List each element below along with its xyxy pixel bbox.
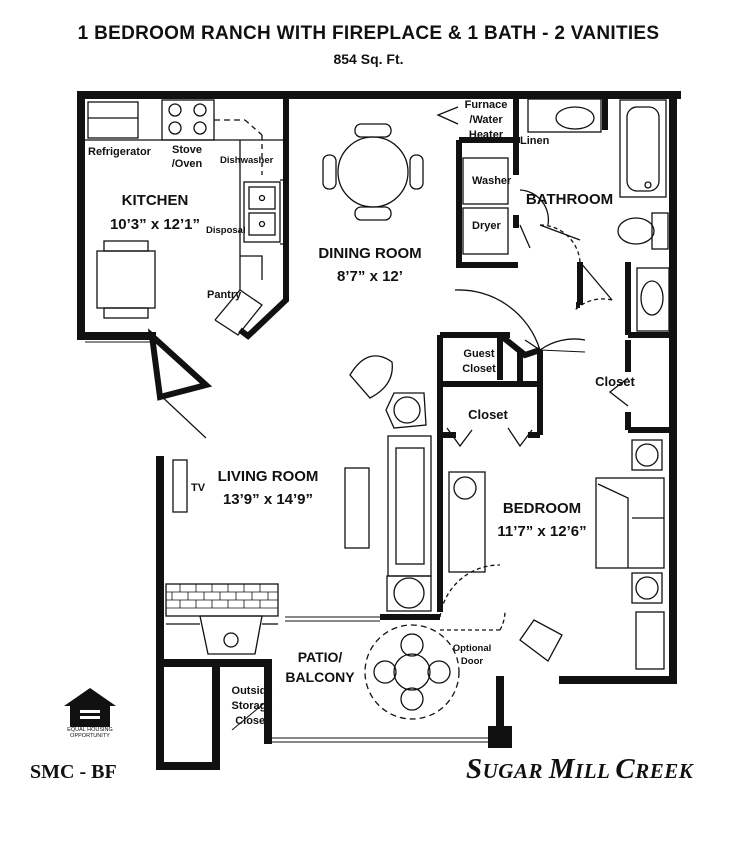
interior-walls [238, 95, 673, 620]
bedroom-dims: 11’7” x 12’6” [497, 523, 587, 540]
bathroom-label: BATHROOM [525, 191, 614, 208]
living-dims: 13’9” x 14’9” [222, 491, 314, 508]
dryer-label: Dryer [472, 220, 501, 232]
patio-post [488, 726, 512, 748]
water-label: /Water [469, 114, 503, 126]
guest-closet-label: Guest [463, 348, 495, 360]
equal-housing-text: EQUAL HOUSING OPPORTUNITY [58, 727, 122, 740]
dining-table [322, 123, 424, 221]
kitchen-dims: 10’3” x 12’1” [109, 216, 201, 233]
equal-housing-icon [64, 688, 116, 727]
linen-label: Linen [520, 135, 550, 147]
brand-s: S [466, 753, 483, 785]
laundry [462, 157, 550, 255]
dishwasher-label: Dishwasher [220, 155, 274, 166]
pantry-label: Pantry [207, 289, 242, 301]
windows [85, 337, 620, 743]
fireplace [165, 583, 279, 655]
kitchen-fixtures [85, 99, 286, 336]
balcony-label: BALCONY [285, 669, 355, 685]
bedroom-label: BEDROOM [502, 500, 582, 517]
brand-logo: SUGAR MILL CREEK [466, 754, 693, 784]
heater-label: Heater [468, 129, 504, 141]
storage-label-3: Closet [235, 715, 269, 727]
washer-label: Washer [472, 175, 512, 187]
living-furniture [172, 355, 432, 612]
living-label: LIVING ROOM [217, 468, 319, 485]
patio-label: PATIO/ [297, 649, 343, 665]
eho-line-1: EQUAL HOUSING [67, 727, 113, 733]
oven-label: /Oven [171, 158, 203, 170]
eho-line-2: OPPORTUNITY [70, 732, 110, 739]
optional-door-label: Optional [452, 643, 492, 654]
furnace-label: Furnace [464, 99, 508, 111]
guest-closet-label-2: Closet [462, 363, 496, 375]
brand-reek: REEK [635, 759, 694, 783]
tv-label: TV [191, 482, 206, 494]
column-wedge [147, 328, 213, 401]
dining-label: DINING ROOM [318, 245, 422, 262]
bedroom-closet-label: Closet [595, 374, 635, 389]
storage-label: Outside [231, 685, 273, 697]
plan-code: SMC - BF [30, 761, 117, 783]
patio-furniture [231, 624, 460, 731]
brand-m: M [548, 753, 576, 785]
disposal-label: Disposal [206, 225, 246, 236]
plan-title: 1 BEDROOM RANCH WITH FIREPLACE & 1 BATH … [77, 23, 660, 44]
storage-label-2: Storage [231, 700, 273, 712]
kitchen-label: KITCHEN [121, 192, 189, 209]
bathroom-fixtures [527, 98, 670, 332]
square-footage: 854 Sq. Ft. [333, 51, 404, 67]
hall-door-swing [454, 289, 541, 351]
brand-ill: ILL [575, 759, 616, 783]
brand-ugar: UGAR [482, 759, 549, 783]
dining-dims: 8’7” x 12’ [337, 268, 403, 285]
stove-label: Stove [172, 144, 202, 156]
bedroom-furniture [439, 439, 665, 670]
optional-door-label-2: Door [460, 656, 484, 667]
brand-c: C [615, 753, 636, 785]
exterior-walls [77, 91, 681, 770]
refrigerator-label: Refrigerator [88, 146, 151, 158]
hall-closet-label: Closet [468, 407, 508, 422]
